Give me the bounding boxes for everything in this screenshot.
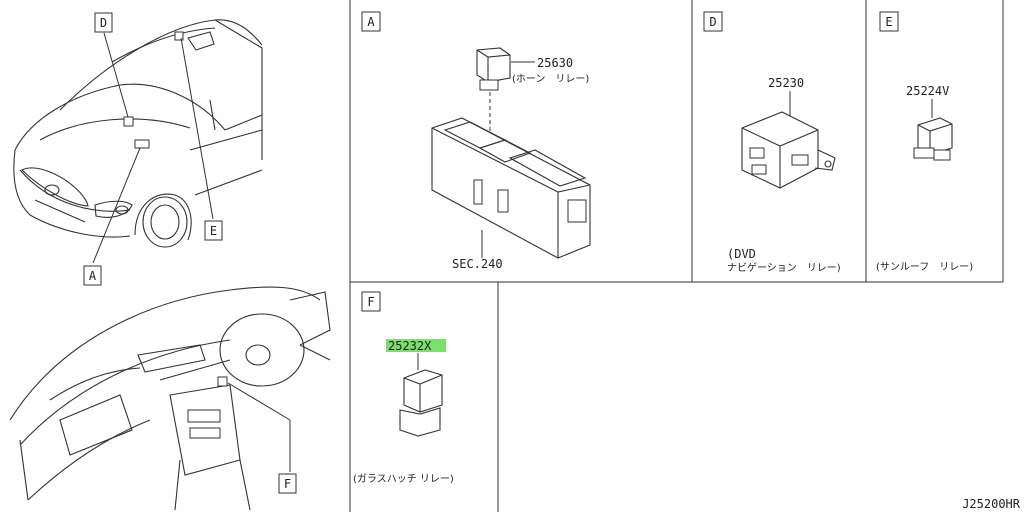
panel-borders [349,0,1004,512]
sunroof-relay-number: 25224V [906,84,949,98]
part-number-highlight [386,339,446,352]
horn-relay-number: 25630 [537,56,573,70]
glass-hatch-relay-desc: (ガラスハッチ リレー) [353,473,454,485]
glass-hatch-relay-number: 25232X [388,339,432,353]
panel-e: E 25224V (サンルーフ リレー) [876,11,973,273]
svg-text:F: F [284,477,291,491]
horn-relay-desc: (ホーン リレー) [512,73,589,85]
relay-box-drawing [431,117,591,259]
svg-text:A: A [89,269,97,283]
panel-f: F 25232X (ガラスハッチ リレー) [353,291,454,485]
svg-text:F: F [367,295,374,309]
dvd-relay-drawing [741,111,836,189]
panel-d: D 25230 (DVD ナビゲーション リレー) [703,11,841,274]
car-leaders [92,32,214,264]
glass-hatch-relay-drawing [399,369,443,437]
dvd-relay-number: 25230 [768,76,804,90]
sunroof-relay-desc: (サンルーフ リレー) [876,261,973,273]
sec-reference: SEC.240 [452,257,503,271]
diagram-id: J25200HR [962,497,1021,511]
car-illustration [13,19,263,248]
svg-text:A: A [367,15,375,29]
horn-relay-drawing [476,47,511,91]
callout-e: E [204,220,223,241]
callout-d: D [94,12,113,33]
svg-text:E: E [210,224,217,238]
svg-text:D: D [709,15,716,29]
callout-a: A [83,265,102,286]
svg-text:D: D [100,16,107,30]
dvd-relay-desc-2: ナビゲーション リレー) [727,262,841,274]
dash-leader [227,382,291,421]
panel-a: A 25630 (ホーン リレー) SEC.240 [361,11,591,271]
sunroof-relay-drawing [913,117,953,161]
callout-f: F [278,473,297,494]
svg-text:E: E [885,15,892,29]
dvd-relay-desc-1: (DVD [727,247,756,261]
dashboard-illustration [9,286,331,511]
